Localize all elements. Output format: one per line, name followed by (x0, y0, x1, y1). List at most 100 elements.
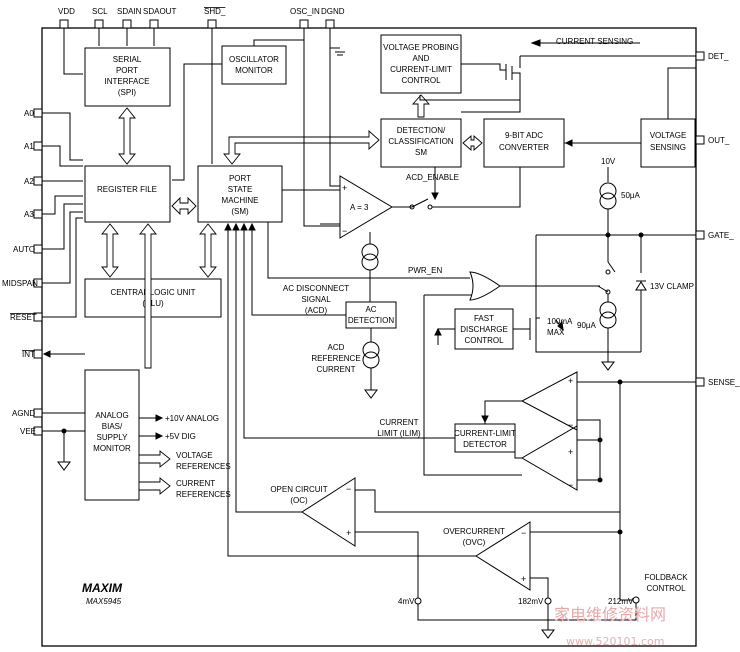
climdet-label-1: CURRENT-LIMIT (454, 429, 516, 438)
label-50ua: 50μA (621, 191, 641, 200)
bus-psm-detclass (223, 129, 380, 165)
psm-label-2: STATE (228, 185, 253, 194)
pin-sense-label: SENSE_ (708, 378, 740, 387)
ac-detection-block: AC DETECTION (345, 301, 397, 329)
pin-a3: A3 (24, 209, 43, 219)
clu-label-2: (CLU) (142, 299, 164, 308)
adc-label-2: CONVERTER (499, 143, 549, 152)
chip-outline (41, 27, 697, 647)
regfile-label: REGISTER FILE (97, 185, 157, 194)
svg-text:−: − (342, 226, 347, 236)
label-acd-ref-3: CURRENT (316, 365, 355, 374)
label-open-circuit-1: OPEN CIRCUIT (270, 485, 327, 494)
spi-label-4: (SPI) (118, 88, 137, 97)
vsense-label-2: SENSING (650, 143, 686, 152)
label-acd-enable: ACD_ENABLE (406, 173, 459, 182)
pin-sdaout-label: SDAOUT (143, 7, 176, 16)
pin-out-label: OUT_ (708, 136, 730, 145)
vprobe-label-1: VOLTAGE PROBING (383, 43, 459, 52)
label-ilim-2: LIMIT (ILIM) (377, 429, 421, 438)
pin-vdd: VDD (58, 7, 75, 29)
label-overcurrent-2: (OVC) (463, 538, 486, 547)
polarity-marks: + − + − + − − + − + (342, 183, 573, 584)
analog-label-2: BIAS/ (102, 422, 123, 431)
spi-block: SERIAL PORT INTERFACE (SPI) (84, 47, 171, 107)
label-acd-signal-2: SIGNAL (301, 295, 331, 304)
pin-a1: A1 (24, 141, 43, 151)
voltage-sensing-block: VOLTAGE SENSING (640, 118, 696, 168)
svg-text:+: + (568, 376, 573, 386)
pin-a3-label: A3 (24, 210, 34, 219)
label-vref-2: REFERENCES (176, 462, 231, 471)
pin-reset-label: RESET (10, 313, 37, 322)
part-number: MAX5945 (86, 597, 122, 606)
svg-text:−: − (346, 484, 351, 494)
svg-text:+: + (342, 183, 347, 193)
pin-reset: RESET (10, 312, 43, 322)
fastdis-label-2: DISCHARGE (460, 325, 508, 334)
svg-text:+: + (568, 447, 573, 457)
pin-det: DET_ (695, 51, 729, 61)
label-cref-1: CURRENT (176, 479, 215, 488)
svg-text:−: − (568, 480, 573, 490)
svg-text:+: + (346, 528, 351, 538)
label-13v-clamp: 13V CLAMP (650, 282, 694, 291)
pin-auto-label: AUTO (13, 245, 35, 254)
svg-text:+: + (521, 574, 526, 584)
register-file-block: REGISTER FILE (84, 165, 171, 223)
pin-auto: AUTO (13, 244, 43, 254)
climdet-label-2: DETECTOR (463, 440, 507, 449)
current-limit-detector-block: CURRENT-LIMIT DETECTOR (454, 423, 516, 453)
svg-text:−: − (568, 420, 573, 430)
adc-label-1: 9-BIT ADC (505, 131, 543, 140)
pin-sdaout: SDAOUT (143, 7, 176, 29)
watermark-url: www.520101.com (566, 635, 664, 648)
pin-agnd-label: AGND (12, 409, 35, 418)
clu-label-1: CENTRAL LOGIC UNIT (110, 288, 195, 297)
label-open-circuit-2: (OC) (290, 496, 308, 505)
label-cref-2: REFERENCES (176, 490, 231, 499)
acdet-label-2: DETECTION (348, 316, 394, 325)
oscillator-monitor-block: OSCILLATOR MONITOR (221, 45, 287, 85)
voltage-probing-block: VOLTAGE PROBING AND CURRENT-LIMIT CONTRO… (380, 34, 462, 94)
label-10v: 10V (601, 157, 616, 166)
pin-det-label: DET_ (708, 52, 729, 61)
pin-int-label: INT (22, 350, 35, 359)
bus-psm-clu (199, 223, 217, 278)
pin-vee-label: VEE (20, 427, 36, 436)
bus-spi-regfile (118, 107, 136, 165)
vprobe-label-4: CONTROL (401, 76, 441, 85)
acdet-label-1: AC (365, 305, 376, 314)
maxim-logo: MAXIM (82, 581, 123, 595)
pin-sense: SENSE_ (695, 377, 740, 387)
pin-sdain-label: SDAIN (117, 7, 142, 16)
pin-a0-label: A0 (24, 109, 34, 118)
pin-vee: VEE (20, 426, 43, 436)
pin-out: OUT_ (695, 135, 730, 145)
central-logic-unit-block: CENTRAL LOGIC UNIT (CLU) (84, 278, 222, 318)
label-foldback-1: FOLDBACK (644, 573, 688, 582)
label-4mv: 4mV (398, 597, 415, 606)
spi-label-2: PORT (116, 66, 138, 75)
vsense-label-1: VOLTAGE (650, 131, 687, 140)
bus-clu-analog (139, 223, 157, 369)
psm-label-1: PORT (229, 174, 251, 183)
wiring (42, 28, 696, 639)
pin-midspan: MIDSPAN (2, 278, 43, 288)
analog-label-1: ANALOG (95, 411, 128, 420)
pin-scl: SCL (92, 7, 108, 29)
pin-int: INT (22, 349, 43, 359)
label-212mv: 212mV (608, 597, 634, 606)
port-state-machine-block: PORT STATE MACHINE (SM) (197, 165, 283, 223)
pin-shd: SHD_ (204, 7, 226, 29)
pin-agnd: AGND (12, 408, 43, 418)
label-90ua: 90μA (577, 321, 597, 330)
pin-gate: GATE_ (695, 230, 734, 240)
analog-bias-block: ANALOG BIAS/ SUPPLY MONITOR (84, 369, 140, 501)
label-pwr-en: PWR_EN (408, 266, 442, 275)
analog-label-3: SUPPLY (97, 433, 129, 442)
detclass-label-1: DETECTION/ (397, 126, 446, 135)
adc-block: 9-BIT ADC CONVERTER (483, 118, 565, 168)
spi-label-1: SERIAL (113, 55, 142, 64)
